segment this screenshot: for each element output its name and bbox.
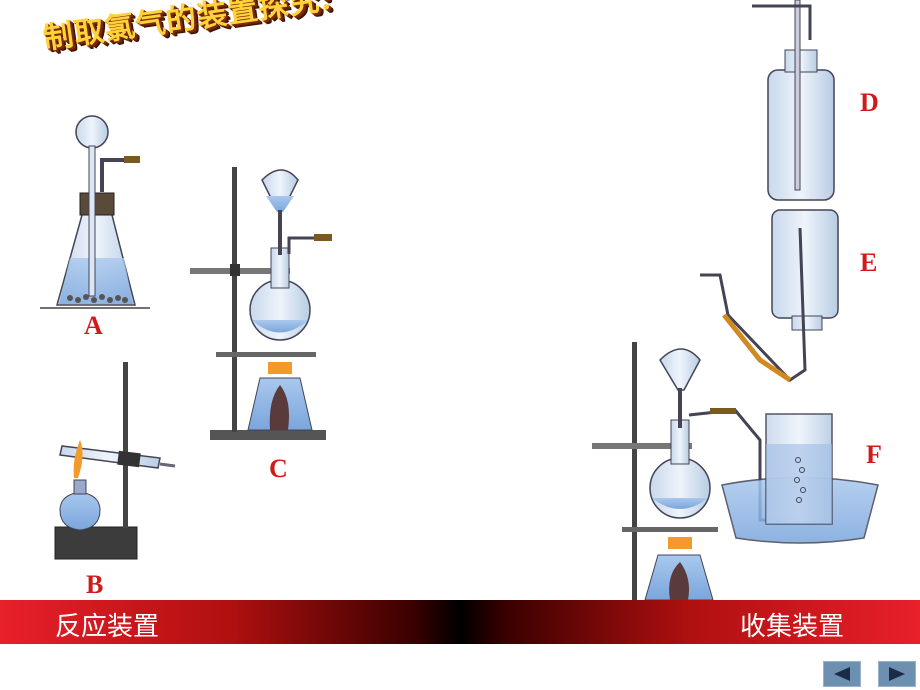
collection-apparatus-label: 收集装置 [740, 612, 845, 642]
label-f: F [866, 440, 882, 469]
bottom-bar [0, 600, 920, 644]
reaction-apparatus-label: 反应装置 [55, 612, 160, 642]
apparatus-d-bottle [752, 0, 835, 201]
apparatus-a-flask [40, 115, 150, 309]
label-b: B [86, 570, 104, 599]
triangle-left-icon [834, 667, 850, 681]
apparatus-b-tube [54, 362, 176, 560]
next-slide-button[interactable] [878, 661, 916, 687]
apparatus-c-stand [190, 167, 332, 440]
label-e: E [860, 248, 878, 277]
apparatus-illustration [40, 0, 879, 600]
label-d: D [860, 88, 879, 117]
triangle-right-icon [889, 667, 905, 681]
prev-slide-button[interactable] [823, 661, 861, 687]
label-c: C [269, 454, 288, 483]
label-a: A [84, 311, 103, 340]
apparatus-e-bottle [700, 209, 839, 383]
apparatus-collection-setup [592, 342, 879, 600]
